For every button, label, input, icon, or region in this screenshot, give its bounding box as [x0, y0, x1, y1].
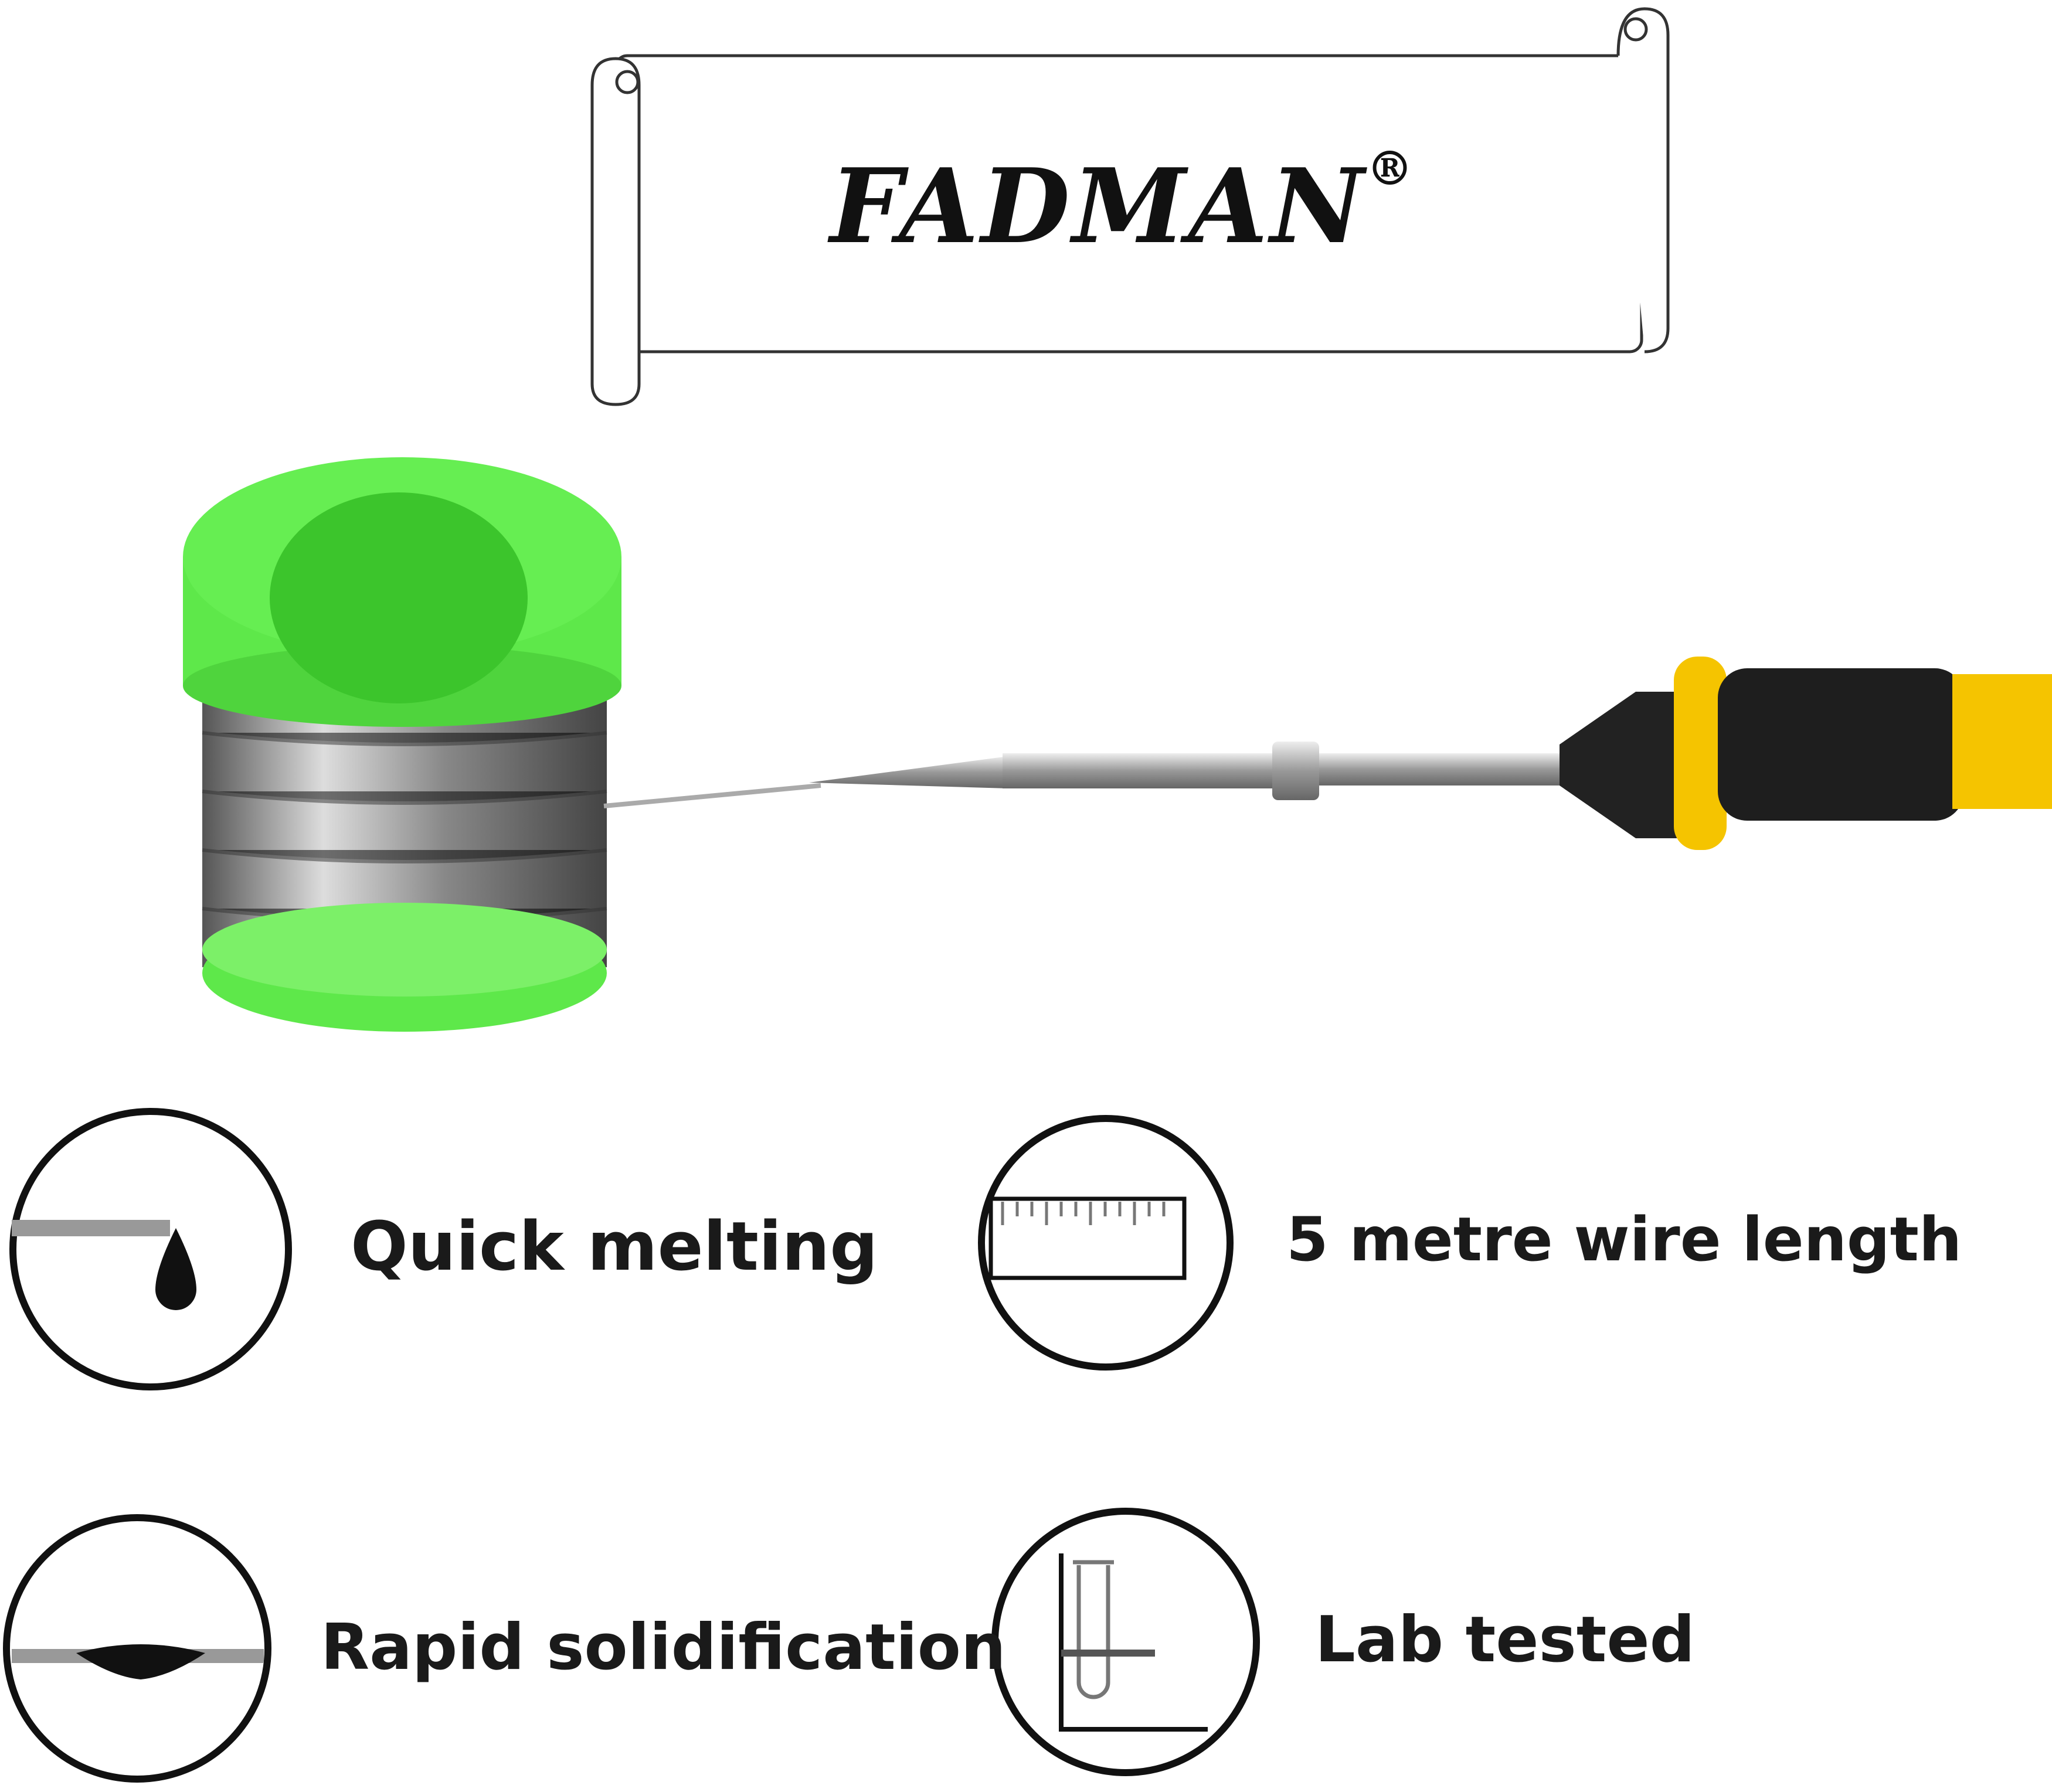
solidification-icon: [3, 1514, 271, 1783]
feature-quick-melting: Quick melting: [351, 1208, 878, 1286]
feature-lab-tested: Lab tested: [1315, 1603, 1695, 1677]
feature-rapid-solidification: Rapid solidification: [321, 1611, 1006, 1684]
solder-wire-spool: [183, 457, 621, 1032]
soldering-iron: [603, 657, 2052, 850]
scroll-banner: [590, 7, 1670, 406]
registered-mark: ®: [1366, 141, 1416, 196]
brand-name: FADMAN: [830, 147, 1367, 267]
melting-drop-icon: [9, 1108, 292, 1390]
feature-wire-length: 5 metre wire length: [1286, 1205, 1962, 1275]
ruler-icon: [978, 1115, 1234, 1371]
brand-logo: FADMAN®: [595, 141, 1650, 267]
test-tube-icon: [991, 1508, 1260, 1776]
